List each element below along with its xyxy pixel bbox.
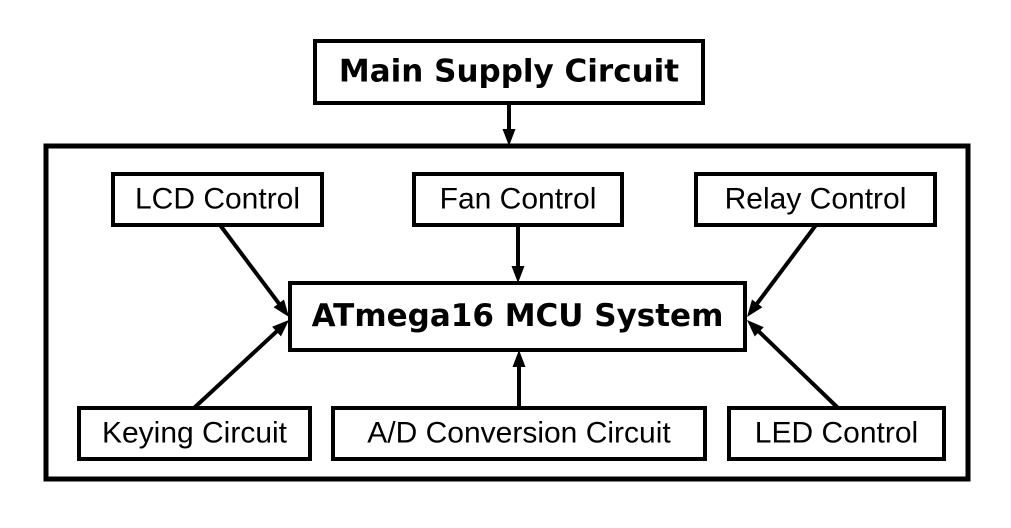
connector-led-to-mcu [747, 320, 840, 410]
node-label-led-control: LED Control [755, 416, 918, 449]
connector-line [754, 327, 840, 410]
node-atmega16-mcu-system[interactable]: ATmega16 MCU System [288, 281, 747, 352]
arrow-head [747, 320, 764, 337]
connector-line [753, 223, 818, 308]
node-label-keying-circuit: Keying Circuit [102, 416, 288, 449]
connector-line [218, 223, 283, 308]
connector-main-supply-to-container [502, 103, 516, 146]
mcu-subsystem-container [43, 143, 971, 482]
connector-fan-to-mcu [511, 225, 525, 283]
node-label-lcd-control: LCD Control [135, 182, 300, 215]
arrow-head [511, 266, 525, 283]
node-relay-control[interactable]: Relay Control [694, 172, 937, 227]
node-main-supply-circuit[interactable]: Main Supply Circuit [313, 39, 705, 105]
node-ad-conversion-circuit[interactable]: A/D Conversion Circuit [331, 406, 707, 461]
node-label-ad-conversion-circuit: A/D Conversion Circuit [367, 416, 671, 449]
node-fan-control[interactable]: Fan Control [412, 172, 624, 227]
node-label-main-supply-circuit: Main Supply Circuit [339, 54, 679, 90]
node-label-fan-control: Fan Control [440, 182, 597, 215]
connector-relay-to-mcu [747, 223, 818, 317]
node-keying-circuit[interactable]: Keying Circuit [77, 406, 312, 461]
connector-line [192, 327, 281, 410]
arrow-head [502, 129, 516, 146]
arrow-head [512, 350, 526, 367]
connector-keying-to-mcu [192, 320, 289, 410]
node-label-relay-control: Relay Control [725, 182, 907, 215]
arrow-head [272, 320, 289, 337]
connector-ad-to-mcu [512, 350, 526, 408]
node-led-control[interactable]: LED Control [727, 406, 946, 461]
arrow-head [273, 299, 289, 317]
node-lcd-control[interactable]: LCD Control [111, 172, 324, 227]
node-label-atmega16-mcu-system: ATmega16 MCU System [312, 298, 724, 334]
connector-lcd-to-mcu [218, 223, 289, 317]
connector-layer [192, 103, 840, 410]
arrow-head [747, 299, 763, 317]
